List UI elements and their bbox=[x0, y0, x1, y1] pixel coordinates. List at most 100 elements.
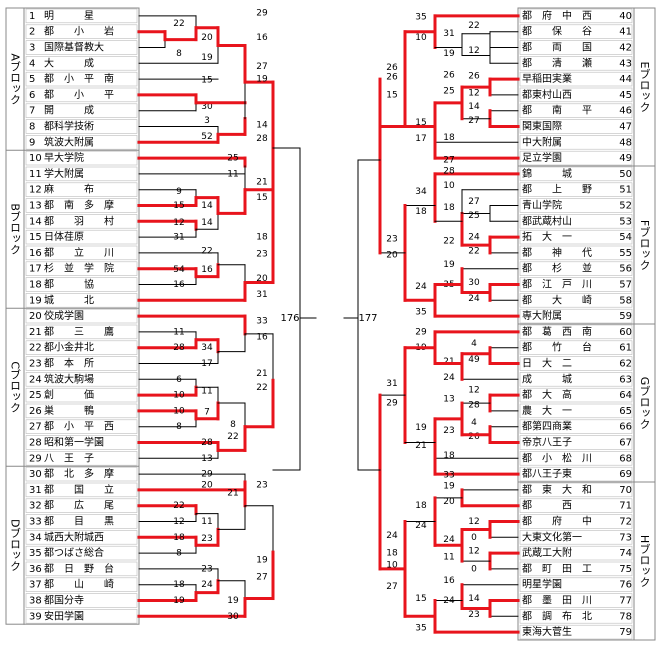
team-cell bbox=[519, 403, 633, 419]
score: 18 bbox=[173, 533, 185, 543]
team-number: 9 bbox=[29, 137, 35, 148]
team-number: 49 bbox=[619, 153, 632, 164]
team-cell bbox=[519, 435, 633, 450]
score: 19 bbox=[415, 423, 427, 433]
team-number: 37 bbox=[29, 580, 42, 591]
team-number: 62 bbox=[619, 359, 632, 370]
team-cell bbox=[519, 340, 633, 355]
team-cell bbox=[519, 372, 633, 387]
team-number: 24 bbox=[29, 374, 42, 385]
team-cell bbox=[25, 498, 138, 513]
team-number: 53 bbox=[619, 216, 632, 227]
score: 27 bbox=[443, 156, 454, 166]
team-cell bbox=[25, 182, 138, 197]
score: 23 bbox=[201, 534, 212, 544]
team-name: 都 府 中 bbox=[522, 515, 592, 528]
score: 19 bbox=[201, 53, 213, 63]
team-name: 都東村山西 bbox=[522, 88, 572, 101]
score: 33 bbox=[443, 471, 454, 481]
team-number: 44 bbox=[619, 74, 632, 85]
score: 14 bbox=[468, 594, 480, 604]
score: 23 bbox=[256, 480, 267, 490]
team-cell bbox=[25, 514, 138, 529]
team-cell bbox=[25, 482, 138, 498]
team-cell bbox=[25, 340, 138, 355]
team-cell bbox=[519, 530, 633, 545]
team-cell bbox=[519, 135, 633, 150]
team-cell bbox=[519, 103, 633, 118]
score: 22 bbox=[256, 383, 267, 393]
score: 22 bbox=[468, 21, 479, 31]
score: 19 bbox=[256, 556, 268, 566]
team-name: 都 清 瀬 bbox=[522, 56, 592, 69]
team-cell bbox=[25, 308, 138, 324]
team-number: 68 bbox=[619, 453, 632, 464]
team-cell bbox=[519, 277, 633, 292]
team-number: 5 bbox=[29, 74, 35, 85]
score: 29 bbox=[256, 8, 268, 18]
score: 0 bbox=[471, 533, 477, 543]
score: 12 bbox=[468, 547, 479, 557]
team-number: 51 bbox=[619, 185, 632, 196]
team-cell bbox=[25, 387, 138, 403]
team-name: 明 星 bbox=[44, 10, 94, 22]
score: 8 bbox=[176, 49, 182, 59]
team-name: 都 上 野 bbox=[522, 184, 592, 196]
team-number: 35 bbox=[29, 548, 42, 559]
team-number: 11 bbox=[29, 169, 42, 180]
final-score: 177 bbox=[358, 313, 377, 324]
score: 16 bbox=[173, 280, 185, 290]
block-label: Bブロック bbox=[9, 203, 22, 255]
team-cell bbox=[519, 466, 633, 482]
team-name: 八 王 子 bbox=[44, 452, 94, 464]
team-number: 32 bbox=[29, 501, 42, 512]
team-name: 都国分寺 bbox=[44, 595, 84, 607]
team-name: 都 竹 台 bbox=[522, 341, 592, 354]
score: 15 bbox=[256, 193, 267, 203]
team-name: 青山学院 bbox=[522, 199, 562, 212]
team-cell bbox=[25, 324, 138, 340]
score: 23 bbox=[201, 564, 212, 574]
team-cell bbox=[519, 308, 633, 324]
team-cell bbox=[519, 71, 633, 87]
score: 11 bbox=[201, 387, 212, 397]
score: 24 bbox=[201, 580, 213, 590]
team-number: 28 bbox=[29, 438, 42, 449]
team-number: 20 bbox=[29, 311, 42, 322]
team-name: 都武蔵村山 bbox=[522, 214, 572, 227]
team-number: 19 bbox=[29, 295, 42, 306]
team-number: 12 bbox=[29, 185, 42, 196]
team-number: 61 bbox=[619, 343, 632, 354]
team-cell bbox=[25, 103, 138, 118]
score: 24 bbox=[386, 531, 398, 541]
team-cell bbox=[519, 245, 633, 261]
score: 26 bbox=[443, 71, 455, 81]
block-label: Hブロック bbox=[638, 535, 651, 587]
score: 22 bbox=[201, 246, 212, 256]
team-cell bbox=[519, 624, 633, 640]
team-number: 1 bbox=[29, 11, 35, 22]
score: 34 bbox=[201, 343, 213, 353]
team-cell bbox=[519, 577, 633, 592]
team-name: 都 本 所 bbox=[44, 357, 94, 370]
block-label: Aブロック bbox=[9, 53, 22, 105]
team-cell bbox=[519, 214, 633, 229]
team-number: 54 bbox=[619, 232, 632, 243]
team-cell bbox=[519, 198, 633, 213]
score: 10 bbox=[386, 560, 398, 570]
team-cell bbox=[519, 545, 633, 561]
score: 18 bbox=[443, 203, 455, 213]
score: 29 bbox=[386, 399, 398, 409]
score: 28 bbox=[443, 166, 455, 176]
team-name: 大 成 bbox=[44, 56, 94, 69]
score: 30 bbox=[468, 278, 480, 288]
score: 18 bbox=[415, 207, 427, 217]
team-name: 城 北 bbox=[44, 294, 94, 306]
score: 26 bbox=[386, 73, 398, 83]
team-name: 筑波大附属 bbox=[44, 135, 94, 148]
score: 31 bbox=[256, 290, 267, 300]
score: 13 bbox=[201, 454, 212, 464]
score: 11 bbox=[227, 169, 238, 179]
team-number: 57 bbox=[619, 280, 632, 291]
team-cell bbox=[519, 166, 633, 182]
